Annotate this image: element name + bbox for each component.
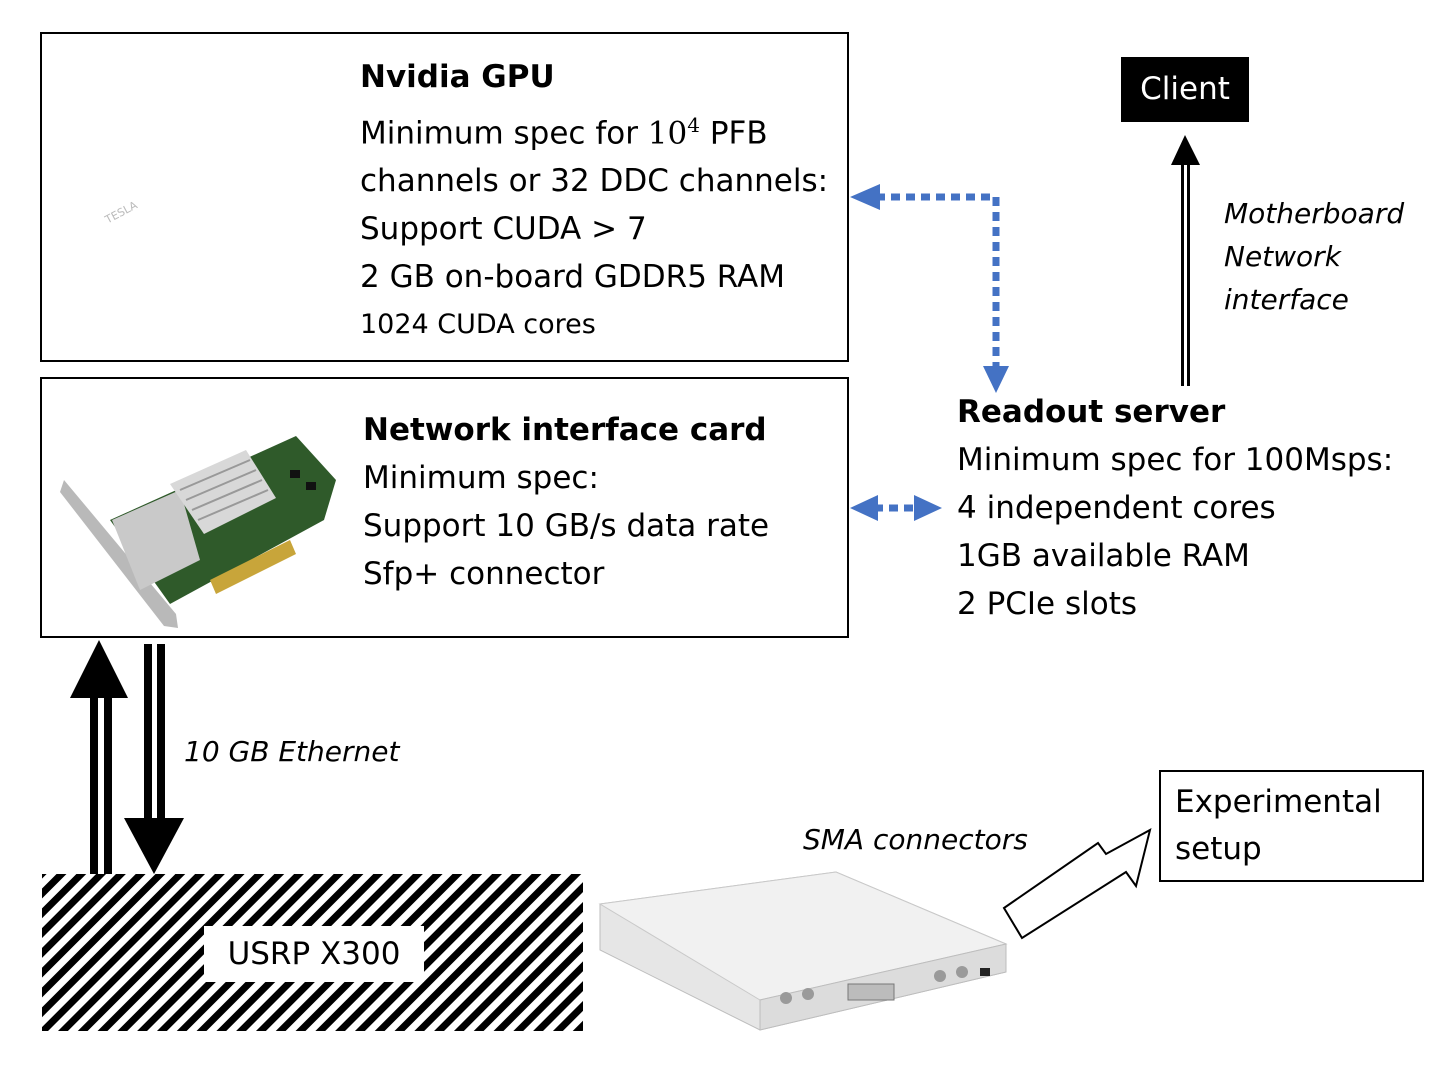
- gpu-box: [40, 32, 849, 362]
- gpu-spec-line-3: Support CUDA > 7: [360, 211, 647, 248]
- nic-card-image: [60, 436, 336, 628]
- nic-spec-line-3: Sfp+ connector: [363, 556, 605, 592]
- ethernet-label: 10 GB Ethernet: [184, 735, 400, 768]
- experimental-hollow-arrow: [1002, 828, 1152, 940]
- usrp-label-box: USRP X300: [204, 926, 424, 982]
- server-spec-line-3: 1GB available RAM: [957, 538, 1250, 574]
- nic-spec-text: Network interface card Minimum spec: Sup…: [363, 406, 769, 598]
- experimental-text: Experimental setup: [1175, 779, 1382, 873]
- nic-spec-line-1: Minimum spec:: [363, 460, 599, 496]
- gpu-line1-suffix: PFB: [699, 115, 768, 152]
- ethernet-down-arrow: [124, 644, 184, 874]
- server-spec-line-1: Minimum spec for 100Msps:: [957, 442, 1394, 478]
- server-title: Readout server: [957, 394, 1226, 430]
- gpu-line1-base: 10: [647, 115, 688, 152]
- motherboard-label: Motherboard Network interface: [1224, 192, 1404, 321]
- gpu-spec-line-4: 2 GB on-board GDDR5 RAM: [360, 259, 786, 296]
- nic-spec-line-2: Support 10 GB/s data rate: [363, 508, 770, 544]
- motherboard-line-3: interface: [1224, 283, 1349, 316]
- gpu-spec-line-1: Minimum spec for 104 PFB: [360, 101, 828, 157]
- motherboard-line-1: Motherboard: [1224, 197, 1405, 230]
- gpu-spec-line-5: 1024 CUDA cores: [360, 309, 596, 341]
- client-label: Client: [1140, 71, 1230, 107]
- experimental-box: [1159, 770, 1424, 882]
- gpu-spec-line-2: channels or 32 DDC channels:: [360, 163, 829, 200]
- sma-label: SMA connectors: [803, 823, 1028, 856]
- ethernet-up-arrow: [70, 640, 128, 874]
- gpu-server-dotted-arrow: [850, 184, 1009, 393]
- experimental-line-2: setup: [1175, 831, 1262, 867]
- server-spec-line-2: 4 independent cores: [957, 490, 1276, 526]
- gpu-title: Nvidia GPU: [360, 59, 555, 95]
- gpu-line1-prefix: Minimum spec for: [360, 115, 648, 152]
- usrp-label: USRP X300: [227, 936, 401, 972]
- server-spec-line-4: 2 PCIe slots: [957, 586, 1138, 622]
- server-spec-text: Readout server Minimum spec for 100Msps:…: [957, 388, 1393, 628]
- client-up-arrow: [1171, 135, 1200, 386]
- gpu-line1-exp: 4: [687, 113, 700, 137]
- nic-title: Network interface card: [363, 412, 767, 448]
- usrp-device-image: [598, 871, 1008, 1031]
- client-box: Client: [1121, 57, 1249, 122]
- motherboard-line-2: Network: [1224, 240, 1341, 273]
- experimental-line-1: Experimental: [1175, 784, 1382, 820]
- nic-box: [40, 377, 849, 638]
- gpu-spec-text: Nvidia GPU Minimum spec for 104 PFB chan…: [360, 53, 828, 349]
- nic-server-dotted-arrow: [850, 495, 942, 521]
